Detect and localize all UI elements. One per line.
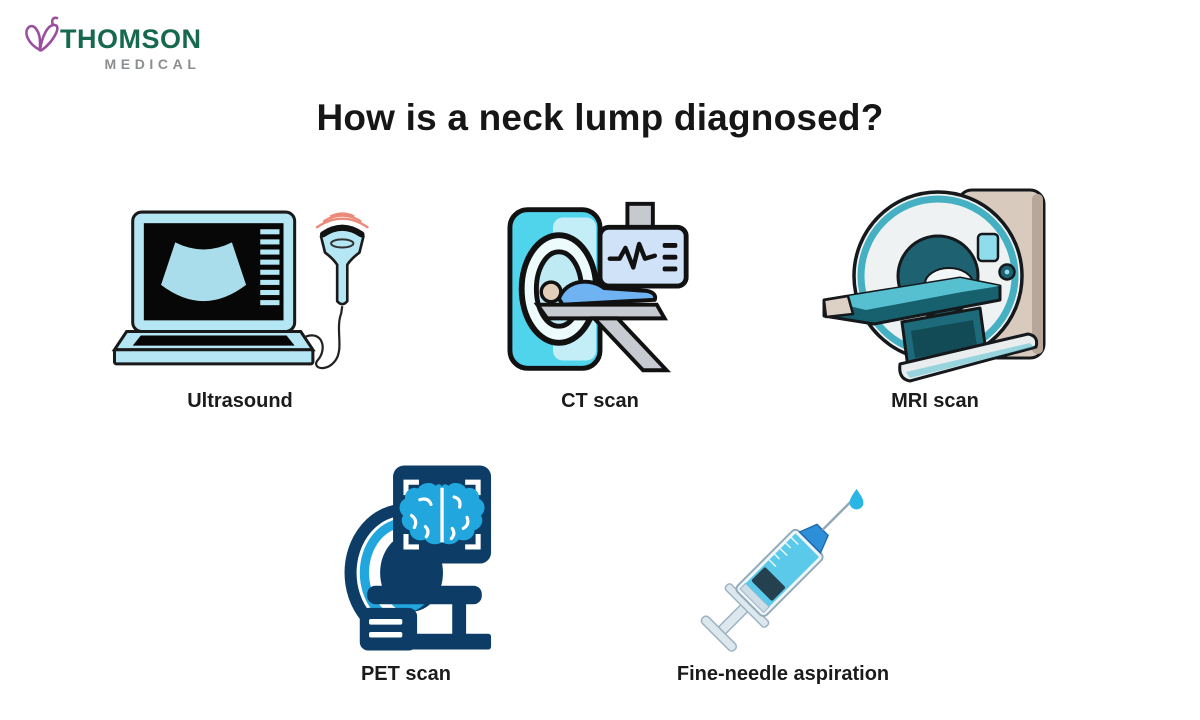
item-mri-scan: MRI scan: [798, 183, 1072, 413]
item-label-mri-scan: MRI scan: [891, 390, 979, 412]
ultrasound-machine-icon: [95, 192, 385, 390]
logo-brand: THOMSON: [60, 24, 202, 54]
item-ct-scan: CT scan: [490, 188, 710, 413]
logo-text: THOMSON MEDICAL: [60, 24, 202, 73]
item-label-ultrasound: Ultrasound: [187, 390, 293, 412]
item-pet-scan: PET scan: [308, 452, 504, 686]
syringe-icon: [622, 470, 944, 663]
logo-division: MEDICAL: [104, 56, 201, 72]
pet-scanner-icon: [308, 452, 504, 663]
item-fine-needle-aspiration: Fine-needle aspiration: [622, 470, 944, 686]
ct-scanner-icon: [490, 188, 710, 390]
item-ultrasound: Ultrasound: [95, 192, 385, 413]
butterfly-icon: [18, 10, 62, 62]
thomson-medical-logo: THOMSON MEDICAL: [18, 10, 202, 72]
item-label-ct-scan: CT scan: [561, 390, 639, 412]
mri-scanner-icon: [798, 183, 1072, 390]
page-title: How is a neck lump diagnosed?: [316, 97, 884, 138]
item-label-fine-needle-aspiration: Fine-needle aspiration: [676, 663, 890, 685]
item-label-pet-scan: PET scan: [360, 663, 452, 685]
